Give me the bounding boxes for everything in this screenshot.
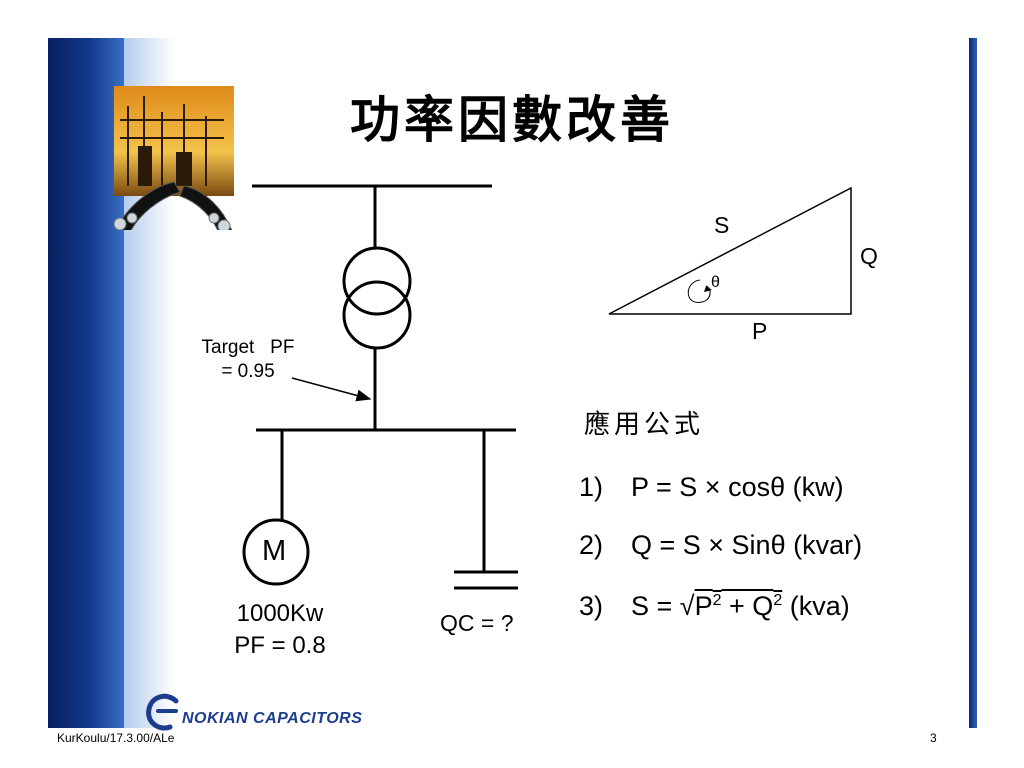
left-accent-bar — [48, 38, 124, 728]
substation-cable-photo — [114, 86, 234, 230]
brand-name: NOKIAN CAPACITORS — [182, 710, 363, 727]
formula-reactive-power: 2) Q = S × Sinθ (kvar) — [579, 530, 862, 561]
page-number: 3 — [930, 731, 937, 745]
formula-unit: (kva) — [782, 591, 850, 621]
triangle-vertical-label: Q — [860, 243, 878, 269]
nokian-logo-icon — [146, 693, 179, 731]
motor-circle — [242, 518, 310, 586]
footer-reference: KurKoulu/17.3.00/ALe — [57, 731, 175, 745]
target-pf-line1: Target PF — [201, 337, 295, 358]
formula-apparent-power: 3)S = √P2 + Q2 (kva) — [579, 591, 850, 622]
formula-number: 1) — [579, 472, 604, 502]
formula-lhs: S = √ — [631, 591, 695, 621]
formula-p-term: P — [694, 591, 713, 621]
triangle-hypotenuse-label: S — [714, 212, 730, 238]
formula-text: P = S × cosθ (kw) — [631, 472, 844, 502]
triangle-angle-label: θ — [711, 274, 720, 291]
right-accent-bar — [969, 38, 977, 728]
target-pf-pointer — [291, 377, 372, 402]
formula-text: Q = S × Sinθ (kvar) — [631, 530, 863, 560]
formula-radicand: P2 + Q2 — [695, 591, 783, 621]
formula-q-term: + Q — [721, 591, 774, 621]
motor-power: 1000Kw — [236, 600, 324, 627]
motor-pf: PF = 0.8 — [234, 632, 326, 659]
motor-rating-label: 1000Kw PF = 0.8 — [214, 598, 346, 662]
formula-real-power: 1) P = S × cosθ (kw) — [579, 472, 844, 503]
target-pf-line2: = 0.95 — [221, 361, 275, 382]
formula-p-exponent: 2 — [712, 592, 722, 609]
triangle-base-label: P — [752, 318, 768, 344]
capacitor-label: QC = ? — [440, 610, 514, 636]
slide-title: 功率因數改善 — [350, 90, 674, 149]
formula-q-exponent: 2 — [773, 592, 783, 609]
transformer-primary-winding — [342, 246, 412, 316]
transformer-secondary-winding — [342, 280, 412, 350]
formula-heading: 應用公式 — [584, 410, 705, 440]
formula-number: 2) — [579, 530, 604, 560]
formula-number: 3) — [579, 591, 604, 621]
motor-symbol-label: M — [262, 535, 287, 567]
target-pf-label: Target PF = 0.95 — [178, 336, 318, 384]
power-triangle — [608, 186, 852, 315]
